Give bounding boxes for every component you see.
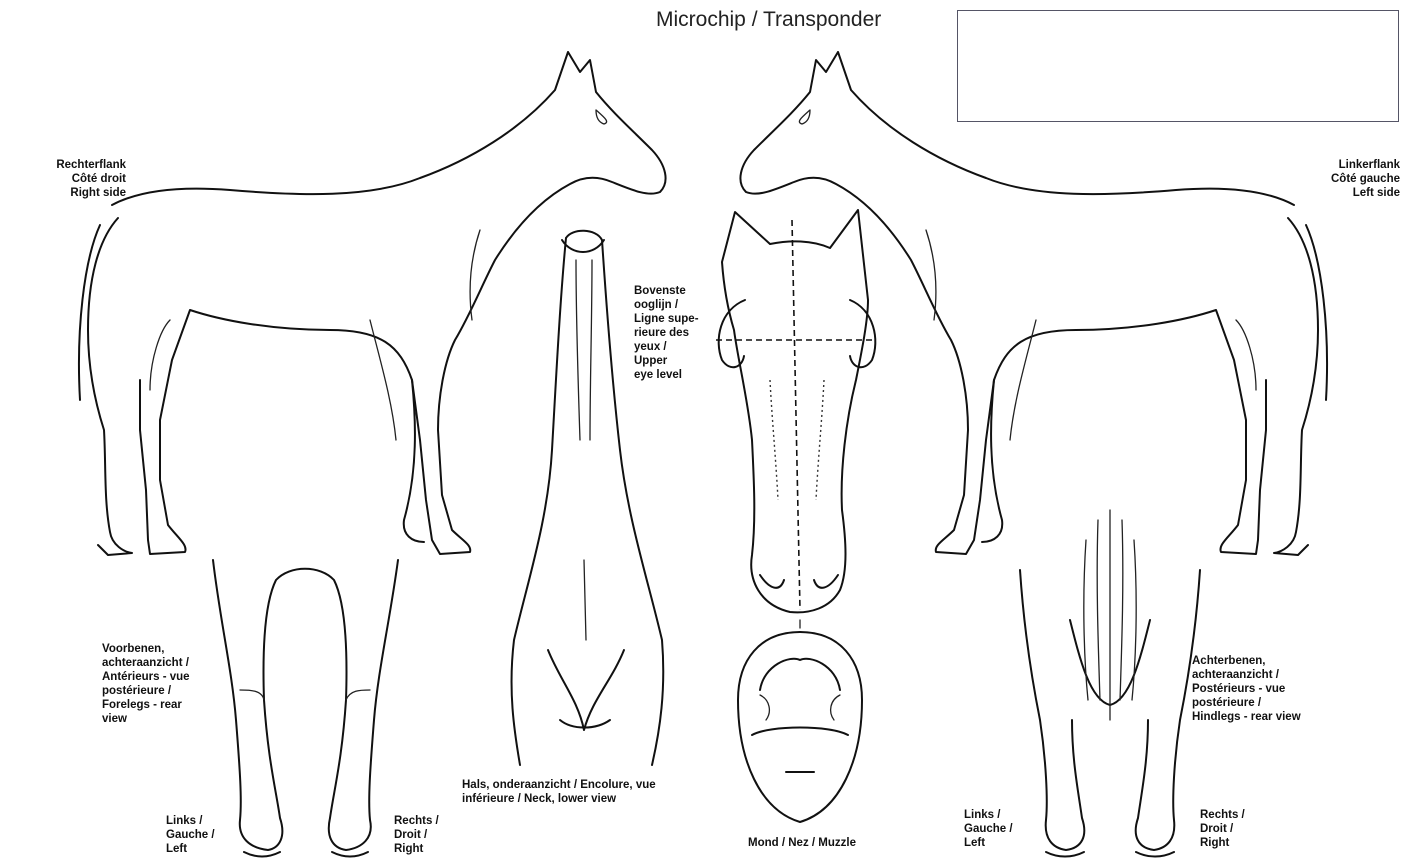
horse-left-side-figure [740,52,1327,555]
right-side-label: Rechterflank Côté droit Right side [8,158,126,200]
upper-eye-level-label: Bovenste ooglijn / Ligne supe- rieure de… [634,284,714,382]
left-side-label: Linkerflank Côté gauche Left side [1278,158,1400,200]
muzzle-figure [738,632,862,822]
hindlegs-right-label: Rechts / Droit / Right [1200,808,1280,850]
muzzle-label: Mond / Nez / Muzzle [748,836,908,850]
head-front-figure [716,210,875,628]
hindlegs-rear-figure [1020,510,1200,857]
forelegs-right-label: Rechts / Droit / Right [394,814,474,856]
forelegs-left-label: Links / Gauche / Left [166,814,246,856]
horse-right-side-figure [79,52,666,555]
neck-lower-view-label: Hals, onderaanzicht / Encolure, vue infé… [462,778,732,806]
forelegs-rear-figure [213,560,398,857]
forelegs-label: Voorbenen, achteraanzicht / Antérieurs -… [102,642,232,726]
hindlegs-left-label: Links / Gauche / Left [964,808,1044,850]
hindlegs-label: Achterbenen, achteraanzicht / Postérieur… [1192,654,1342,724]
